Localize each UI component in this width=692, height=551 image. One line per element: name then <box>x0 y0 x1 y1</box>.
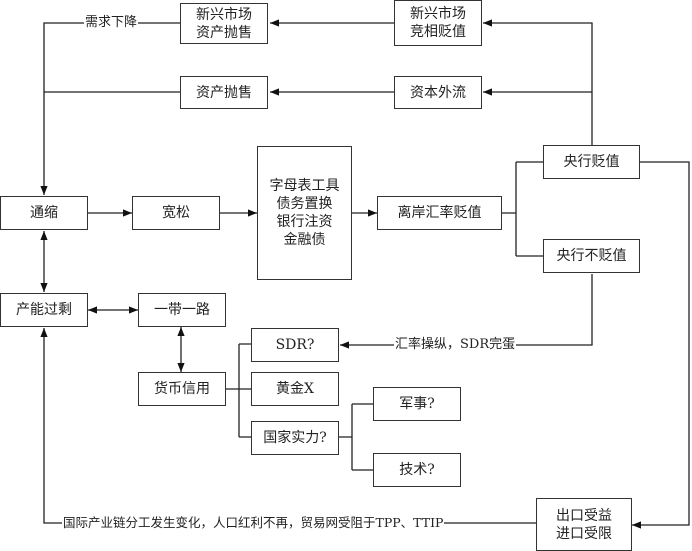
node-offshore-devalue: 离岸汇率贬值 <box>377 196 502 230</box>
label-demand-drop: 需求下降 <box>84 15 139 31</box>
edge-cb-devalue-export <box>632 161 690 529</box>
node-cb-devalue: 央行贬值 <box>543 145 640 179</box>
node-deflation: 通缩 <box>0 196 88 230</box>
node-export-import: 出口受益 进口受限 <box>536 498 632 551</box>
node-capital-outflow: 资本外流 <box>394 76 482 109</box>
edge-currency-fork <box>225 343 251 438</box>
edge-emerging-sell-demand-drop <box>40 22 180 195</box>
node-easing: 宽松 <box>132 196 220 230</box>
node-currency-credit: 货币信用 <box>138 372 226 406</box>
node-military: 军事? <box>373 387 461 421</box>
node-emerging-asset-sell: 新兴市场 资产抛售 <box>180 3 268 44</box>
edge-power-fork <box>339 403 373 471</box>
node-technology: 技术? <box>373 453 461 487</box>
edge-cb-nodevalue-sdr <box>340 274 593 349</box>
node-belt-road: 一带一路 <box>138 293 226 327</box>
label-supply-chain: 国际产业链分工发生变化，人口红利不再，贸易网受阻于TPP、TTIP <box>62 515 445 531</box>
label-fx-manipulation: 汇率操纵，SDR完蛋 <box>394 337 517 353</box>
node-tools: 字母表工具 债务置换 银行注资 金融债 <box>257 146 352 280</box>
edge-cb-to-devalue-emerging <box>483 19 593 150</box>
node-emerging-devalue: 新兴市场 竞相贬值 <box>394 0 482 46</box>
node-overcapacity: 产能过剩 <box>0 293 88 327</box>
node-sdr: SDR? <box>251 328 339 362</box>
node-cb-no-devalue: 央行不贬值 <box>543 239 640 273</box>
edge-offshore-fork <box>502 161 543 257</box>
node-national-power: 国家实力? <box>251 421 339 455</box>
node-asset-sell: 资产抛售 <box>180 76 268 109</box>
node-gold: 黄金X <box>251 372 339 406</box>
